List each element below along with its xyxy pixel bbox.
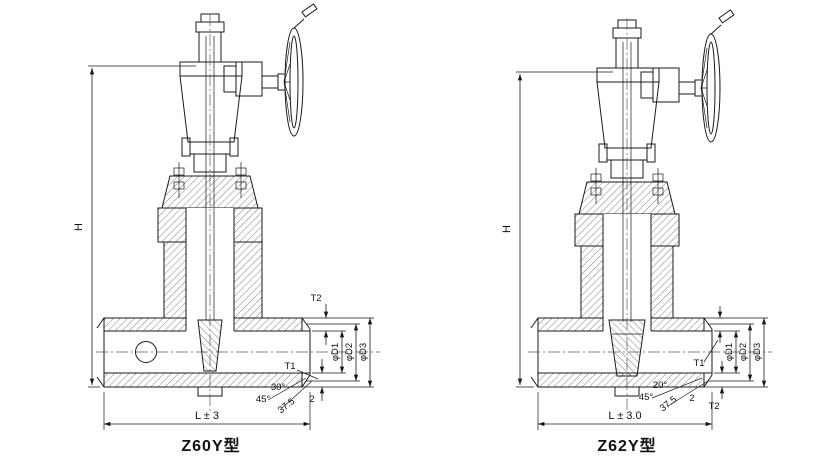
dim-label-d3: φD3 [358,343,369,361]
angle-label-1: 20° [653,380,668,391]
crank-handle [710,24,722,35]
dim-label-d1: φD1 [724,343,735,361]
valve-body-section-z62y [530,181,713,397]
dim-label-height: H [501,225,513,233]
yoke-frame [596,81,660,149]
dim-label-t1: T1 [693,358,704,369]
dim-label-d3: φD3 [752,343,763,361]
dimensions-z60y: H L ± 3 T2 φD1 φD2 φD3 T1 30° 45° [73,65,374,430]
dim-label-length: L ± 3.0 [608,410,641,422]
land-label: 2 [689,393,694,404]
dimensions-z62y: H L ± 3.0 T1 φD1 φD2 φD3 T2 20° [501,71,768,430]
run-top-left-wall [103,317,187,332]
dim-label-t2: T2 [310,293,321,304]
centerlines-z60y [96,14,380,412]
angle-label-2: 45° [639,392,654,403]
yoke-plate [179,61,243,77]
valve-stem [205,36,215,320]
crank-handle [293,18,305,29]
dim-label-d2: φD2 [738,343,749,361]
valve-body-section-z60y [96,175,311,397]
figure-z62y: H L ± 3.0 T1 φD1 φD2 φD3 T2 20° [501,9,772,455]
yoke-frame [179,75,243,143]
angle-label-2: 45° [256,394,271,405]
dim-label-length: L ± 3 [195,410,219,422]
figure-caption-z62y: Z62Y型 [597,437,656,455]
handwheel-assembly-z62y [640,9,735,143]
yoke-and-bonnet-z60y [173,13,247,320]
dim-label-t2: T2 [708,401,719,412]
bevel-label: 37.5 [276,396,297,416]
run-top-left-wall [537,317,604,332]
wheel-spokes [283,41,291,123]
run-top-right-wall [233,317,303,332]
bevel-label: 37.5 [658,394,679,414]
dim-label-d1: φD1 [330,343,341,361]
dim-label-d2: φD2 [344,343,355,361]
wheel-spokes [700,47,708,129]
dim-label-height: H [73,223,85,231]
valve-stem [622,42,632,322]
centerlines-z62y [528,18,772,412]
figure-z60y: H L ± 3 T2 φD1 φD2 φD3 T1 30° 45° [73,3,380,455]
run-top-right-wall [650,317,705,332]
dim-label-t1: T1 [284,361,295,372]
yoke-plate [596,67,660,83]
land-label: 2 [309,394,314,405]
figure-caption-z60y: Z60Y型 [181,437,240,455]
handwheel-assembly-z60y [223,3,318,137]
angle-label-1: 30° [271,382,286,393]
